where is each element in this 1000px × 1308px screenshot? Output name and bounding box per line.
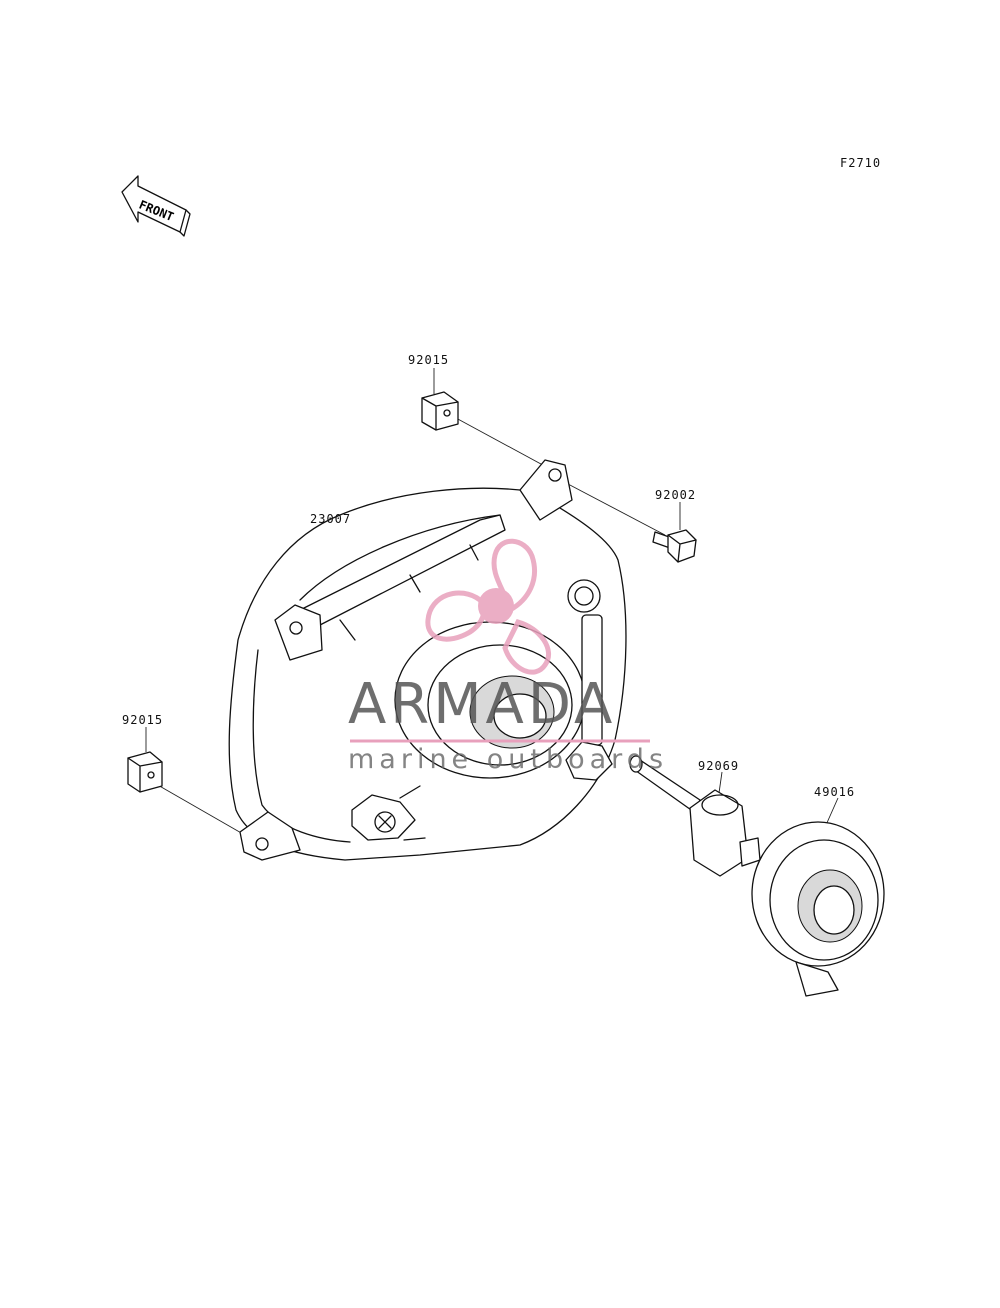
figure-code: F2710	[840, 156, 882, 170]
headlamp-unit	[228, 459, 627, 861]
callout-bulb: 92069	[698, 759, 740, 773]
watermark-tagline: marine outboards	[348, 744, 669, 775]
callout-headlamp-unit: 23007	[310, 512, 352, 526]
nut-top	[421, 391, 459, 431]
callout-bolt: 92002	[655, 488, 697, 502]
watermark-brand: ARMADA	[348, 672, 617, 737]
front-arrow-icon: FRONT	[121, 175, 191, 237]
bolt	[652, 529, 697, 563]
callout-cap: 49016	[814, 785, 856, 799]
nut-left	[127, 751, 163, 793]
armada-logo-icon	[425, 538, 552, 675]
leader-lines	[145, 368, 839, 839]
cap	[751, 821, 885, 997]
callout-nut-left: 92015	[122, 713, 164, 727]
callout-nut-top: 92015	[408, 353, 450, 367]
bulb	[629, 755, 761, 877]
